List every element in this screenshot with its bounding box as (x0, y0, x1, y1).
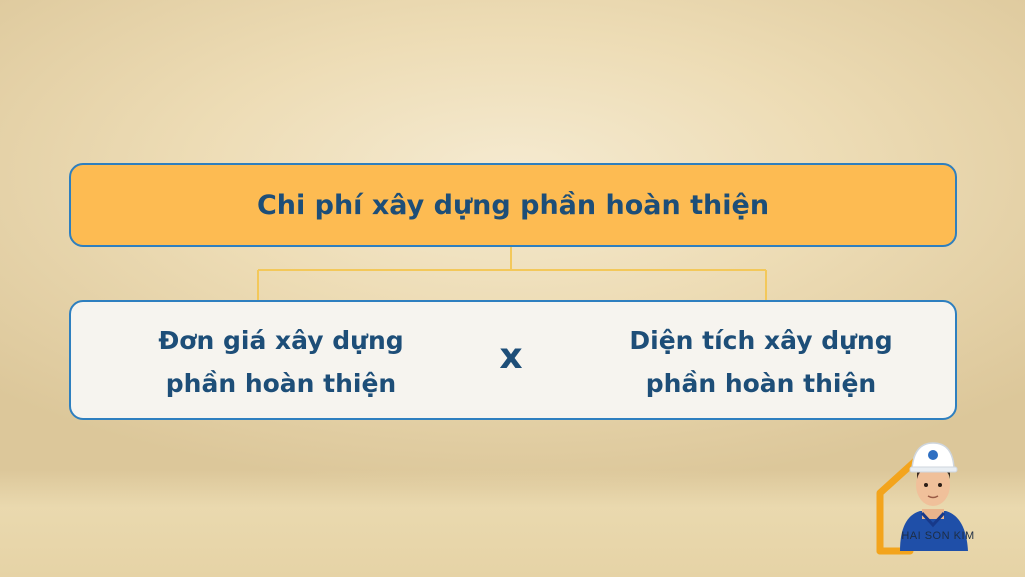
unit-price-term: Đơn giá xây dựng phần hoàn thiện (158, 326, 404, 398)
area-term: Diện tích xây dựng phần hoàn thiện (629, 326, 893, 398)
logo-text: HAI SON KIM (901, 530, 975, 542)
background-floor (0, 470, 1025, 577)
multiply-operator: x (499, 336, 523, 377)
total-cost-box: Chi phí xây dựng phần hoàn thiện (69, 163, 957, 247)
formula-box: Đơn giá xây dựng phần hoàn thiện x Diện … (69, 300, 957, 420)
mascot-logo-icon (876, 442, 968, 555)
total-cost-label: Chi phí xây dựng phần hoàn thiện (256, 189, 770, 221)
